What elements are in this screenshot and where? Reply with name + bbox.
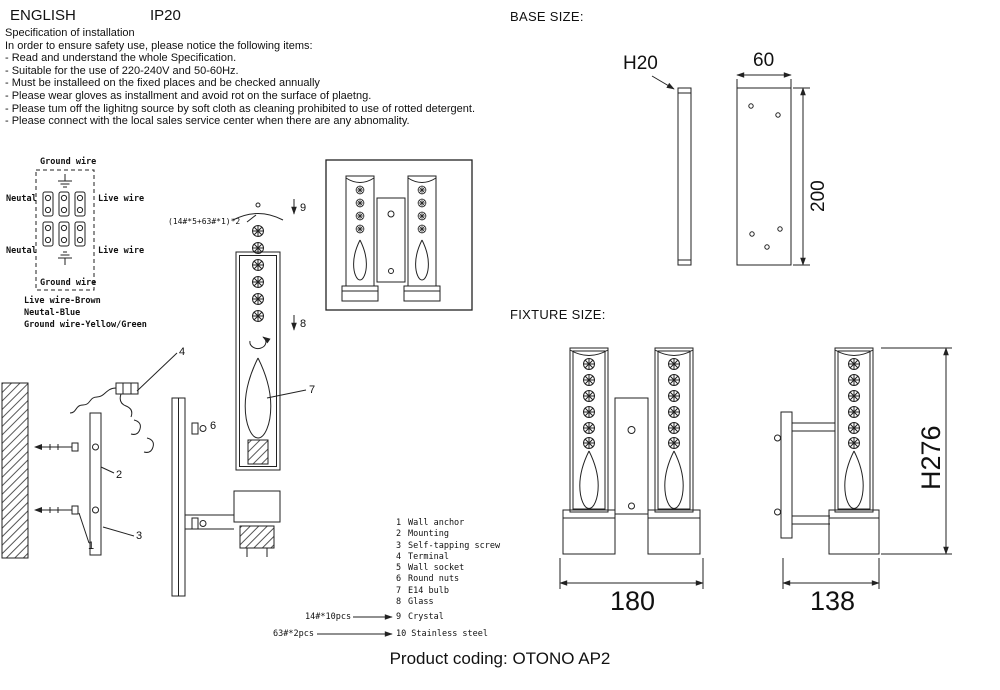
dim-h276-art [881,347,952,555]
wall-anchor-bottom-art [34,505,79,515]
wiring-ground-top-label: Ground wire [40,157,97,167]
fixture-size-heading: FIXTURE SIZE: [510,307,606,322]
mounting-plate-art [89,412,102,556]
crystal-string-art [232,202,284,322]
side-wall-plate-art [774,411,793,539]
legend-live-wire: Live wire-Brown [24,296,101,306]
crystal-note: (14#*5+63#*1)*2 [168,217,241,226]
front-right-lamp-art [647,347,701,555]
wall-anchor-top-art [34,442,79,452]
glass-tube-art [235,251,281,471]
base-dim-60-art [736,72,792,88]
base-dim-200-art [793,87,810,266]
base-side-view-art [677,87,692,266]
wiring-terminal-art [35,169,95,291]
spec-item: - Must be installeed on the fixed places… [5,77,320,90]
legend-neutral-wire: Neutal-Blue [24,307,81,318]
spec-item: - Read and understand the whole Specific… [5,52,237,65]
wall-socket-art [185,490,281,557]
ip-rating-label: IP20 [150,7,181,24]
fixture-side-view-art [774,347,952,589]
base-size-heading: BASE SIZE: [510,9,584,24]
inset-backplate-art [376,197,406,283]
terminal-row-2 [42,221,86,247]
spec-title: Specification of installation [5,27,135,39]
front-backplate-art [614,397,649,515]
inset-view-art [325,159,473,311]
callout-7: 7 [309,384,316,396]
wiring-neutral-1-label: Neutal [6,194,37,204]
wiring-ground-bottom-label: Ground wire [40,278,97,288]
callout-8: 8 [300,318,307,330]
base-front-view-art [736,87,792,266]
language-label: ENGLISH [10,7,76,24]
dim-138-art [782,558,880,589]
terminal-row-1 [42,191,86,217]
spec-item: - Please tum off the lighitng source by … [5,102,476,115]
callout-6: 6 [210,420,217,432]
steel-qty-label: 63#*2pcs [273,629,314,639]
fixture-front-view-art [559,347,704,589]
wiring-neutral-2-label: Neutal [6,246,37,256]
dim-180-art [559,558,704,589]
callout-9: 9 [300,202,307,214]
callout-4: 4 [179,346,186,358]
callout-1: 1 [88,540,95,552]
inset-left-lamp-art [341,175,379,302]
side-bracket-art [792,422,835,525]
parts-qty-arrows [317,614,393,637]
spec-item: - Please connect with the local sales se… [5,115,410,128]
front-left-lamp-art [562,347,616,555]
side-lamp-art [828,347,880,555]
inset-right-lamp-art [403,175,441,302]
product-coding: Product coding: OTONO AP2 [389,649,611,668]
dim-h20-label: H20 [623,53,658,74]
callout-3: 3 [136,530,143,542]
callout-2: 2 [116,469,123,481]
dim-180-label: 180 [610,586,656,616]
spec-intro: In order to ensure safety use, please no… [5,39,313,52]
support-arm-art [171,397,207,597]
dim-h276-label: H276 [916,425,946,490]
dim-60-label: 60 [753,50,775,71]
wiring-live-2-label: Live wire [98,246,145,256]
wiring-legend: Live wire-Brown Neutal-Blue Ground wire-… [24,296,147,331]
spec-text-block: Specification of installation In order t… [5,27,475,128]
spec-item: - Suitable for the use of 220-240V and 5… [5,64,239,77]
base-size-views-art [651,72,810,266]
spec-item: - Please wear gloves as installment and … [5,89,372,102]
dim-138-label: 138 [810,586,856,616]
wiring-live-1-label: Live wire [98,194,145,204]
terminal-block-art [69,382,154,453]
crystal-qty-label: 14#*10pcs [305,612,352,622]
bulb-art [244,357,272,465]
exploded-view-art [1,199,307,597]
dim-200-label: 200 [808,180,829,212]
legend-ground-wire: Ground wire-Yellow/Green [24,319,147,330]
